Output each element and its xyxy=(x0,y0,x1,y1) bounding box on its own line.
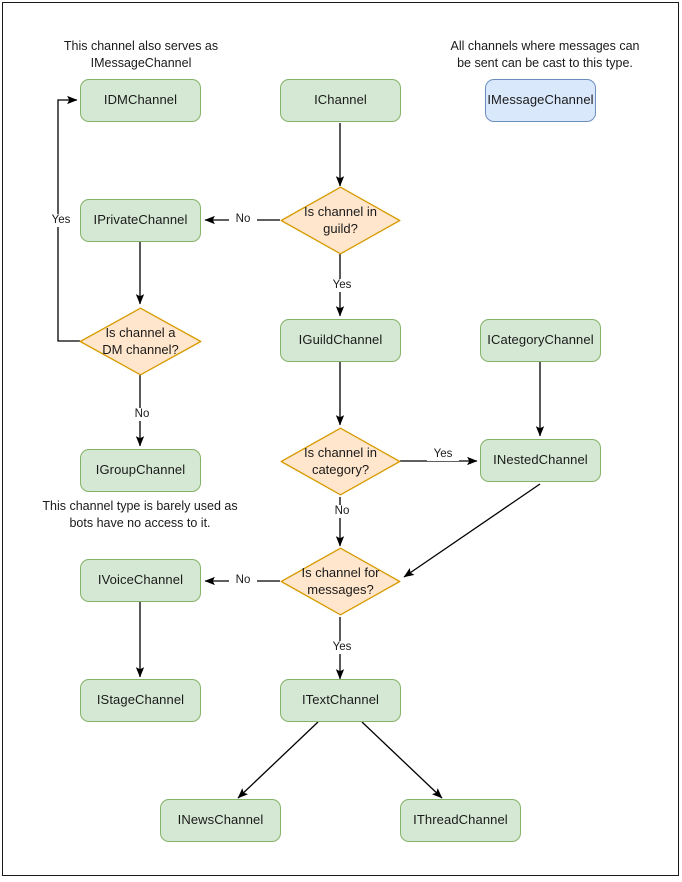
node-imessagechannel-label: IMessageChannel xyxy=(487,92,594,108)
edge-label-guild-no: No xyxy=(229,213,257,226)
messagesq-line-2: messages? xyxy=(307,581,374,597)
node-idmchannel[interactable]: IDMChannel xyxy=(80,79,201,122)
edge-label-messages-yes: Yes xyxy=(326,641,358,654)
node-inestedchannel[interactable]: INestedChannel xyxy=(480,439,601,482)
edge-label-dm-no: No xyxy=(128,408,156,421)
node-is-channel-in-category-label: Is channel in category? xyxy=(280,427,401,496)
node-istagechannel-label: IStageChannel xyxy=(96,692,185,708)
node-ithreadchannel-label: IThreadChannel xyxy=(413,812,508,828)
node-inestedchannel-label: INestedChannel xyxy=(493,452,588,468)
node-icategorychannel-label: ICategoryChannel xyxy=(487,332,594,348)
node-is-channel-in-category[interactable]: Is channel in category? xyxy=(280,427,401,496)
note-dm-channel: This channel also serves as IMessageChan… xyxy=(46,38,236,72)
node-iprivatechannel-label: IPrivateChannel xyxy=(93,212,188,228)
diamond-shape xyxy=(280,186,401,255)
categoryq-line-1: Is channel in xyxy=(304,445,377,461)
note-message-line-1: All channels where messages can xyxy=(450,39,640,53)
node-is-channel-a-dm-channel[interactable]: Is channel a DM channel? xyxy=(79,307,202,376)
node-is-channel-for-messages-label: Is channel for messages? xyxy=(280,547,401,616)
edge-label-dm-yes: Yes xyxy=(45,214,77,227)
guildq-line-1: Is channel in xyxy=(304,204,377,220)
edge-label-category-yes: Yes xyxy=(427,448,459,461)
node-ivoicechannel-label: IVoiceChannel xyxy=(97,572,184,588)
categoryq-line-2: category? xyxy=(311,461,370,477)
note-group-line-2: bots have no access to it. xyxy=(69,515,211,530)
node-istagechannel[interactable]: IStageChannel xyxy=(80,679,201,722)
node-ichannel-label: IChannel xyxy=(314,92,367,108)
dmq-line-1: Is channel a xyxy=(105,325,176,341)
node-inewschannel[interactable]: INewsChannel xyxy=(160,799,281,842)
note-message-line-2: be sent can be cast to this type. xyxy=(457,55,633,70)
node-iguildchannel-label: IGuildChannel xyxy=(298,332,383,348)
messagesq-line-1: Is channel for xyxy=(301,565,380,581)
node-inewschannel-label: INewsChannel xyxy=(177,812,264,828)
note-group-line-1: This channel type is barely used as xyxy=(42,499,238,513)
diamond-shape xyxy=(79,307,202,376)
node-is-channel-in-guild[interactable]: Is channel in guild? xyxy=(280,186,401,255)
node-is-channel-a-dm-channel-label: Is channel a DM channel? xyxy=(79,307,202,376)
node-is-channel-in-guild-label: Is channel in guild? xyxy=(280,186,401,255)
edge-label-guild-yes: Yes xyxy=(326,279,358,292)
edge-label-category-no: No xyxy=(328,505,356,518)
node-ithreadchannel[interactable]: IThreadChannel xyxy=(400,799,521,842)
node-itextchannel-label: ITextChannel xyxy=(301,692,380,708)
note-dm-line-1: This channel also serves as xyxy=(63,39,219,53)
node-itextchannel[interactable]: ITextChannel xyxy=(280,679,401,722)
node-ivoicechannel[interactable]: IVoiceChannel xyxy=(80,559,201,602)
node-is-channel-for-messages[interactable]: Is channel for messages? xyxy=(280,547,401,616)
node-igroupchannel[interactable]: IGroupChannel xyxy=(80,449,201,492)
note-dm-line-2: IMessageChannel xyxy=(90,55,192,70)
node-ichannel[interactable]: IChannel xyxy=(280,79,401,122)
node-icategorychannel[interactable]: ICategoryChannel xyxy=(480,319,601,362)
node-idmchannel-label: IDMChannel xyxy=(103,92,178,108)
note-message-channel: All channels where messages can be sent … xyxy=(440,38,650,72)
node-igroupchannel-label: IGroupChannel xyxy=(95,462,186,478)
diamond-shape xyxy=(280,547,401,616)
edge-label-messages-no: No xyxy=(229,574,257,587)
node-imessagechannel[interactable]: IMessageChannel xyxy=(485,79,596,122)
guildq-line-2: guild? xyxy=(323,220,358,236)
node-iguildchannel[interactable]: IGuildChannel xyxy=(280,319,401,362)
dmq-line-2: DM channel? xyxy=(102,341,179,357)
node-iprivatechannel[interactable]: IPrivateChannel xyxy=(80,199,201,242)
note-group-channel: This channel type is barely used as bots… xyxy=(40,498,240,532)
diamond-shape xyxy=(280,427,401,496)
